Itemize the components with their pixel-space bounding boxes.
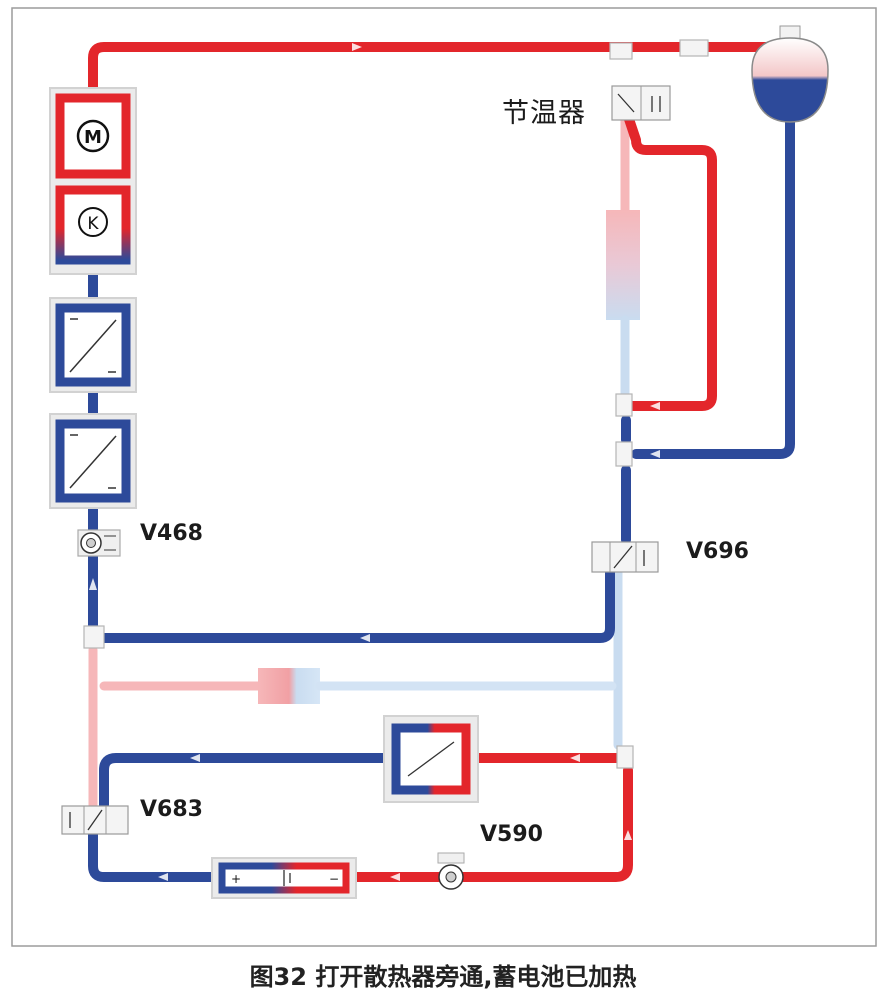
motor-icon	[76, 119, 110, 153]
power-electronics-1	[49, 297, 137, 393]
pump-v590	[437, 852, 465, 890]
thermostat-valve	[611, 85, 671, 121]
hot-pipes	[88, 42, 777, 882]
flow-arrows	[89, 43, 660, 881]
pump-v590-label: V590	[480, 822, 543, 847]
motor-symbol: M	[84, 127, 102, 148]
motor-unit	[49, 87, 137, 275]
battery-plus-sign: +	[231, 872, 241, 886]
valve-v683-label: V683	[140, 797, 203, 822]
pump-v468	[77, 529, 121, 557]
valve-v696	[591, 541, 659, 573]
valve-v696-label: V696	[686, 539, 749, 564]
power-electronics-2	[49, 413, 137, 509]
compressor-symbol: K	[87, 214, 99, 234]
battery-pack	[211, 857, 357, 899]
tee-connectors	[83, 39, 709, 769]
thermostat-label: 节温器	[502, 98, 586, 129]
inactive-pipes	[88, 115, 640, 845]
figure-caption: 图32 打开散热器旁通,蓄电池已加热	[249, 963, 637, 991]
radiator-bypass-arrow	[258, 668, 320, 704]
valve-v683	[61, 805, 129, 835]
compressor-icon	[78, 207, 108, 237]
coolant-reservoir	[751, 25, 829, 123]
chiller-heat-exchanger	[383, 715, 479, 803]
battery-minus-sign: −	[329, 872, 339, 886]
pump-v468-label: V468	[140, 521, 203, 546]
cold-pipes	[88, 115, 795, 882]
